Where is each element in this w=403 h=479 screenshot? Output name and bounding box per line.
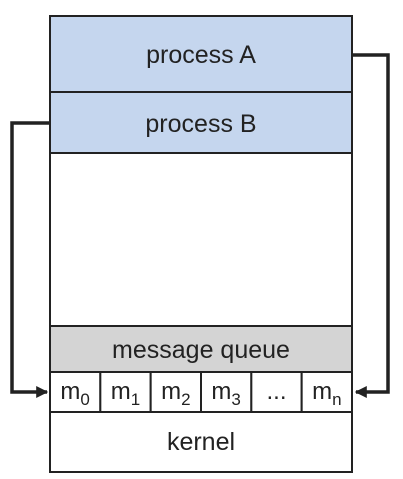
kernel-label: kernel <box>167 428 235 456</box>
message-cell-base: m <box>161 378 181 405</box>
arrow-process-b-to-queue <box>10 121 50 398</box>
message-cell-base: m <box>60 378 80 405</box>
arrow-process-a-to-queue <box>352 53 390 398</box>
message-cell-label: m1 <box>111 378 140 409</box>
message-cell-label: mn <box>312 378 341 409</box>
message-cell-box <box>250 371 303 413</box>
message-cell: m3 <box>200 371 253 413</box>
message-cell-base: m <box>211 378 231 405</box>
kernel-fill <box>49 411 353 473</box>
kernel-box: kernel <box>49 411 353 473</box>
message-cell-label: ... <box>266 378 286 405</box>
message-queue-label: message queue <box>112 336 290 364</box>
message-cell: m1 <box>99 371 152 413</box>
message-cell-subscript: 1 <box>131 390 140 409</box>
message-cell: m0 <box>49 371 102 413</box>
message-cell-label: m3 <box>211 378 240 409</box>
message-cell-subscript: 0 <box>80 390 89 409</box>
message-cell-label: m2 <box>161 378 190 409</box>
message-queue-header: message queue <box>49 325 353 373</box>
process-b-fill <box>49 91 353 154</box>
process-b-box: process B <box>49 91 353 154</box>
message-cell-base: m <box>312 378 332 405</box>
message-cell: mn <box>300 371 353 413</box>
message-cell-subscript: n <box>332 390 341 409</box>
process-b-label: process B <box>145 110 256 138</box>
process-a-fill <box>49 15 353 93</box>
message-cell-base: m <box>111 378 131 405</box>
message-cell: ... <box>250 371 303 413</box>
process-a-label: process A <box>146 41 256 69</box>
message-cell-subscript: 2 <box>181 390 190 409</box>
message-cell-base: ... <box>266 378 286 405</box>
message-cell-label: m0 <box>60 378 89 409</box>
message-cell: m2 <box>149 371 203 413</box>
process-a-box: process A <box>49 15 353 93</box>
message-cell-subscript: 3 <box>231 390 240 409</box>
message-cell-box <box>149 371 203 413</box>
